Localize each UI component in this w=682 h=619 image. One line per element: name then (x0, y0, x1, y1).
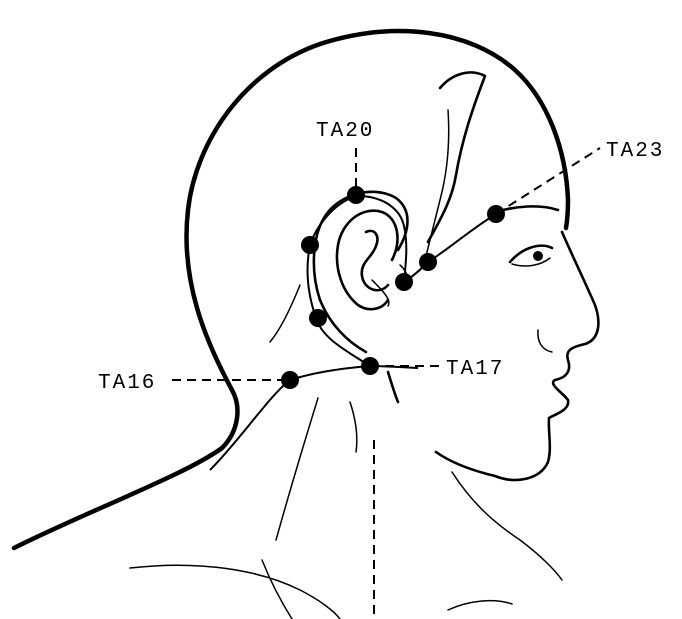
eye-upper (510, 246, 552, 262)
acupoint-ear-upper (301, 236, 319, 254)
acupoint-ta17 (361, 357, 379, 375)
head-outline (14, 31, 568, 548)
jaw-neck-line (388, 372, 398, 402)
label-ta23: TA23 (606, 140, 664, 163)
collar-line (130, 565, 340, 619)
eye-pupil (533, 251, 543, 261)
eye-lower (512, 258, 550, 266)
collar-right (448, 601, 512, 610)
chest-line (262, 560, 292, 619)
acupoint-ta20 (347, 186, 365, 204)
label-ta17: TA17 (446, 358, 504, 381)
ear-concha (362, 231, 388, 290)
neck-back (276, 398, 318, 540)
neck-crease (350, 402, 357, 452)
ta23-leader (496, 148, 600, 214)
acupoint-ear-front (395, 273, 413, 291)
meridian-line (210, 366, 418, 470)
label-ta16: TA16 (98, 372, 156, 395)
acupoint-temple-low (419, 253, 437, 271)
sideburn (426, 110, 449, 256)
acupoint-ta23 (487, 205, 505, 223)
behind-ear-fold (270, 285, 300, 342)
acupoint-ear-lower (309, 309, 327, 327)
label-ta20: TA20 (316, 120, 374, 143)
face-profile (436, 232, 598, 480)
acupoint-ta16 (281, 371, 299, 389)
brow-line (496, 206, 558, 212)
meridian-ear-path (308, 196, 407, 366)
meridian-temple (404, 214, 496, 282)
nostril (538, 330, 552, 352)
neck-front (452, 472, 562, 580)
